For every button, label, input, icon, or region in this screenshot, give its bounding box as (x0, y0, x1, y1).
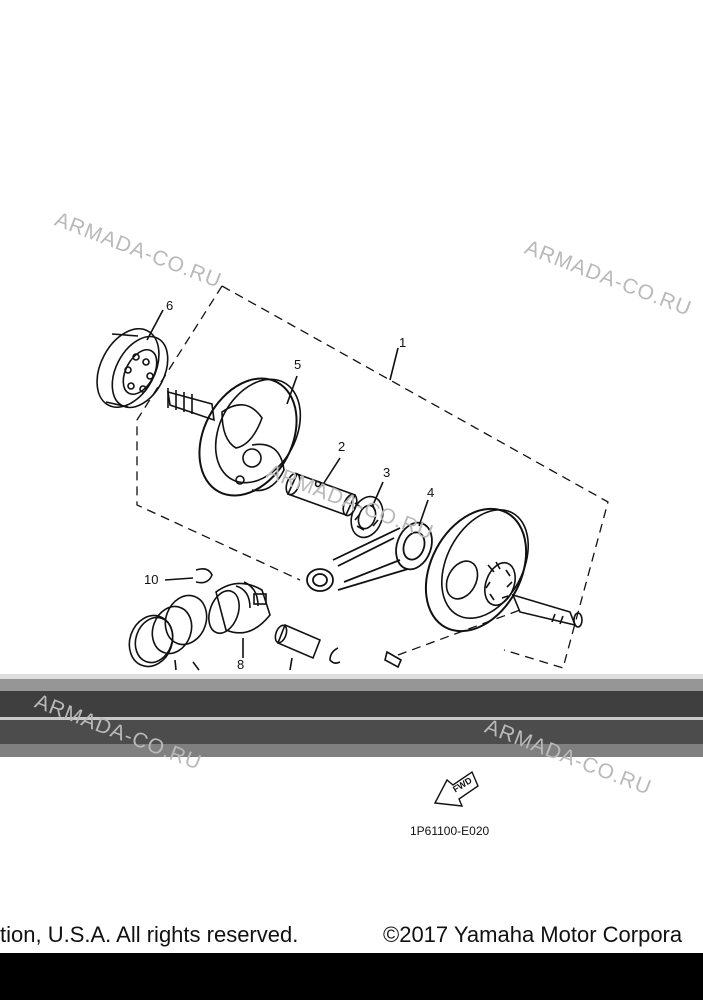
copyright-left: tion, U.S.A. All rights reserved. (0, 922, 299, 947)
callout-8: 8 (237, 657, 245, 672)
callout-6: 6 (166, 298, 174, 313)
leader-4 (418, 499, 429, 527)
callout-2: 2 (338, 439, 346, 454)
footer-black-band (0, 953, 703, 1000)
circlip-right (329, 647, 341, 664)
callout-5: 5 (294, 357, 302, 372)
copyright-right: ©2017 Yamaha Motor Corpora (383, 922, 683, 947)
fwd-arrow-icon (433, 770, 479, 807)
leader-6 (146, 309, 164, 341)
leader-2 (321, 457, 341, 487)
callout-10: 10 (144, 572, 159, 587)
piston-pin (274, 623, 322, 660)
connecting-rod-4 (306, 521, 433, 592)
bearing-6 (96, 328, 169, 409)
callout-3: 3 (383, 465, 391, 480)
circlip-10 (195, 568, 213, 584)
crank-pin-2 (285, 472, 358, 517)
leader-1 (389, 347, 399, 381)
leader-10 (164, 577, 194, 581)
leader-rings-b (192, 661, 200, 671)
key-leader (397, 609, 521, 656)
diagram-code: 1P61100-E020 (410, 824, 490, 838)
callout-1: 1 (399, 335, 407, 350)
scan-noise-band (0, 674, 703, 757)
piston-rings (128, 594, 208, 668)
crank-half-drive-side (424, 507, 583, 633)
crank-half-5 (167, 377, 302, 497)
leader-pin (289, 657, 293, 671)
assembly-boundary (136, 285, 609, 669)
needle-bearing-3 (350, 495, 384, 539)
leader-rings-a (174, 659, 177, 671)
woodruff-key (384, 650, 403, 669)
leader-3 (372, 481, 384, 506)
callout-4: 4 (427, 485, 435, 500)
copyright-line: tion, U.S.A. All rights reserved. ©2017 … (0, 920, 703, 952)
leader-5 (286, 375, 298, 405)
piston-8 (208, 581, 271, 635)
